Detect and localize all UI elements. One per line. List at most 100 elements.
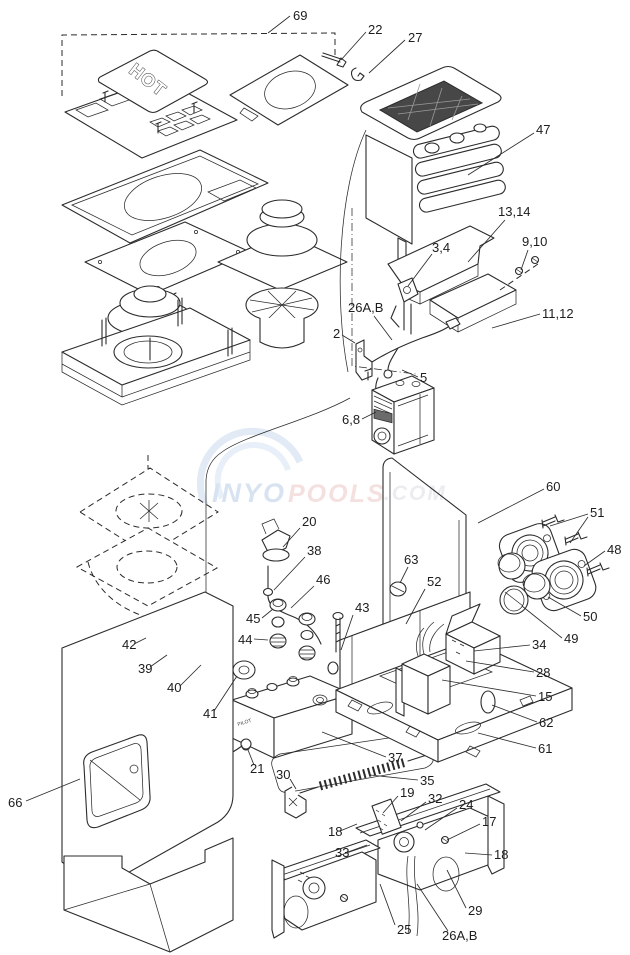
dashed-region-69 [61,32,336,96]
callout-40: 40 [167,680,181,695]
heat-exchanger [339,65,506,373]
callout-48: 48 [607,542,621,557]
leader-line-34 [473,644,531,652]
bracket-2 [355,339,373,381]
leader-line-37 [321,731,387,758]
callout-60: 60 [546,479,560,494]
leader-line-20 [282,527,301,548]
cabinet-front [61,591,234,885]
callout-26a-b-bottom: 26A,B [442,928,477,943]
leader-line-69 [267,15,291,34]
leader-line-2 [341,334,356,344]
callout-26a-b-top: 26A,B [348,300,383,315]
leader-line-32 [400,801,427,822]
callout-28: 28 [536,665,550,680]
leader-line-15 [441,679,537,697]
callout-44: 44 [238,632,252,647]
callout-15: 15 [538,689,552,704]
plug-cap-upper [498,552,526,580]
junction-box-34-28 [445,603,501,675]
watermark-swirl-inner-icon [214,441,291,500]
leader-line-26a-b-bottom [416,883,449,932]
leader-line-18-left [339,823,358,832]
leader-line-25 [379,883,396,926]
callout-24: 24 [459,797,473,812]
watermark-text-pools: POOLS [288,480,386,508]
leader-line-46 [290,585,315,609]
leader-line-27 [368,39,406,74]
plug-cap-lower [523,572,551,600]
leader-line-47 [467,132,535,176]
leader-line-29 [446,869,467,909]
screw-22 [321,52,347,68]
callout-39: 39 [138,661,152,676]
leader-line-35 [369,774,419,781]
fittings-45-44 [269,598,287,649]
callout-11-12: 11,12 [542,306,574,321]
wires-26ab [406,855,419,937]
jacket-edge-curve [339,129,367,373]
leader-line-22 [340,31,367,61]
leader-line-38 [273,556,306,591]
leader-line-48 [583,550,606,567]
callout-layer: 6922274713,149,103,426A,B211,1256,860514… [8,8,621,943]
callout-61: 61 [538,741,552,756]
callout-42: 42 [122,637,136,652]
watermark-text-com: .COM [384,482,447,505]
leader-line-19 [382,795,399,814]
leader-line-26a-b-top [373,315,393,341]
leader-line-6-8 [361,411,377,420]
bracket-30 [284,786,307,819]
leader-line-52 [405,588,426,625]
leader-line-21 [247,749,255,766]
bracket-assembly [351,208,540,397]
leader-line-33 [347,844,368,853]
ring-49 [499,585,529,615]
watermark-text-inyo: INYO [212,478,286,508]
callout-50: 50 [583,609,597,624]
callout-5: 5 [420,370,427,385]
top-cover-assembly: HOT [61,49,269,317]
callout-33: 33 [335,845,349,860]
callout-17: 17 [482,814,496,829]
leader-line-24 [424,807,458,831]
transformer-wires [416,621,445,657]
leader-line-39 [149,654,168,668]
plenum-posts [101,297,233,361]
leader-line-11-12 [491,313,541,329]
callout-27: 27 [408,30,422,45]
callout-62: 62 [539,715,553,730]
callout-2: 2 [333,326,340,341]
screws [102,90,198,134]
leader-line-45 [261,608,274,619]
leader-line-62 [491,704,538,723]
leader-line-3-4 [407,253,433,287]
callout-32: 32 [428,791,442,806]
leader-line-66 [25,778,81,802]
callout-43: 43 [355,600,369,615]
callout-46: 46 [316,572,330,587]
callout-9-10: 9,10 [522,234,547,249]
callout-69: 69 [293,8,307,23]
leader-line-50 [547,596,582,617]
clip-27 [350,67,365,82]
callout-18-right: 18 [494,847,508,862]
wire-harness-5 [364,317,461,397]
gas-valve-label [373,408,393,424]
callout-22: 22 [368,22,382,37]
callout-6-8: 6,8 [342,412,360,427]
callout-66: 66 [8,795,22,810]
leader-line-41 [213,675,238,712]
watermark: INYO POOLS .COM [196,427,447,508]
callout-45: 45 [246,611,260,626]
insulation-plates [75,455,219,619]
control-assembly-upper [355,783,505,937]
callout-29: 29 [468,903,482,918]
leader-line-51 [549,513,589,527]
pilot-assembly [261,518,416,675]
leader-line-17 [446,823,481,841]
manifold-text: PILOT [237,718,253,728]
control-assembly-lower [271,839,381,939]
group-bracket-5 [351,208,417,375]
